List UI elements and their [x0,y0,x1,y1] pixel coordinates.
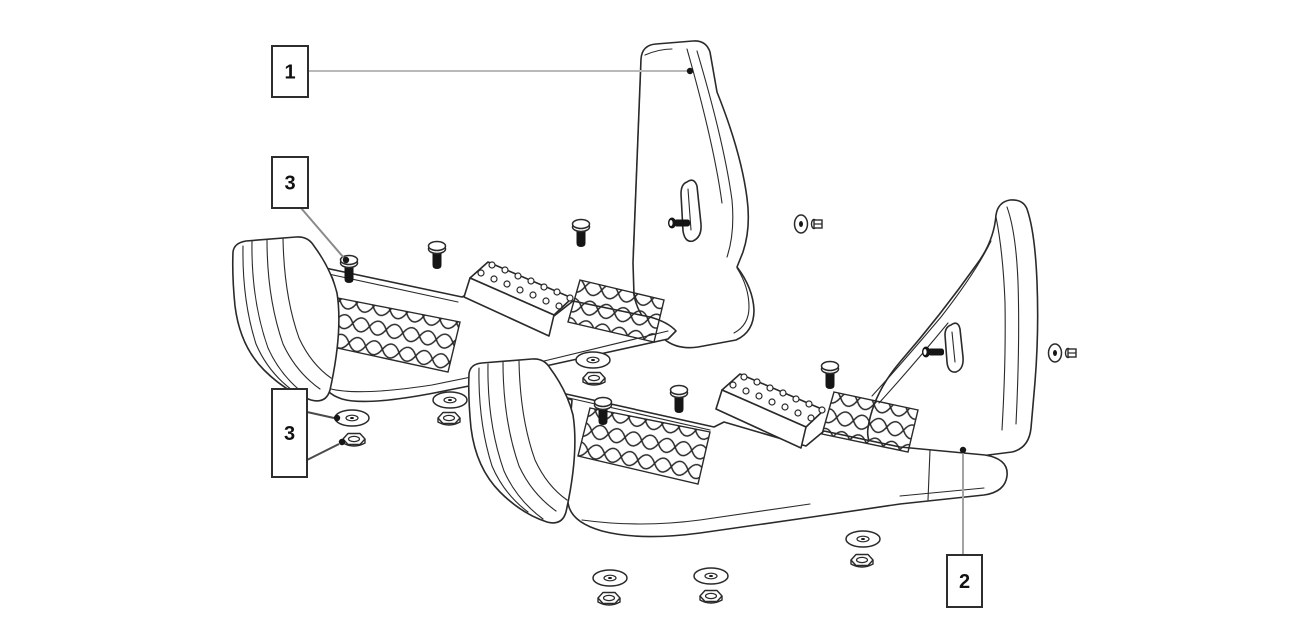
washer-and-screw-icon [793,214,823,234]
callout-3: 3 [271,388,346,478]
side-bolt-icon [668,217,690,229]
callout-2: 2 [946,446,983,608]
footboard-assembly-upper [231,40,755,403]
end-cap [231,236,340,402]
flange-nut-icon [699,589,723,604]
button-head-bolt-icon [571,218,591,247]
flange-nut-icon [342,432,366,447]
flat-washer-icon [592,569,628,587]
button-head-bolt-icon [820,360,840,389]
footboard-assembly-lower [467,199,1039,538]
hardware-and-callouts: 1 3 3 2 [271,45,1077,608]
button-head-bolt-icon [593,396,613,425]
flange-nut-icon [437,411,461,426]
washer-and-screw-icon [1047,343,1077,363]
callout-box [271,156,309,209]
tray [296,261,677,403]
flat-washer-icon [575,351,611,369]
callout-box [946,554,983,608]
flange-nut-icon [597,591,621,606]
tread-right [567,279,665,343]
callout-3: 3 [271,156,350,264]
flat-washer-icon [693,567,729,585]
side-panel [866,199,1039,463]
tread-left [577,407,711,485]
callout-label: 3 [284,173,295,195]
side-panel [632,40,755,349]
button-head-bolt-icon [427,240,447,269]
callout-label: 3 [284,423,295,445]
callout-box [271,45,309,98]
panel-slot [680,179,702,243]
flat-washer-icon [334,409,370,427]
divider-studs [729,373,826,422]
flange-nut-icon [850,553,874,568]
button-head-bolt-icon [669,384,689,413]
flat-washer-icon [432,391,468,409]
divider-studs [477,261,574,310]
callout-box [271,388,308,478]
tread-right [821,391,919,453]
flange-nut-icon [582,371,606,386]
callout-label: 1 [284,62,295,84]
side-bolt-icon [922,346,944,358]
flat-washer-icon [845,530,881,548]
callout-label: 2 [959,571,970,593]
tray [547,373,1008,538]
end-cap [467,358,576,524]
callout-1: 1 [271,45,694,98]
